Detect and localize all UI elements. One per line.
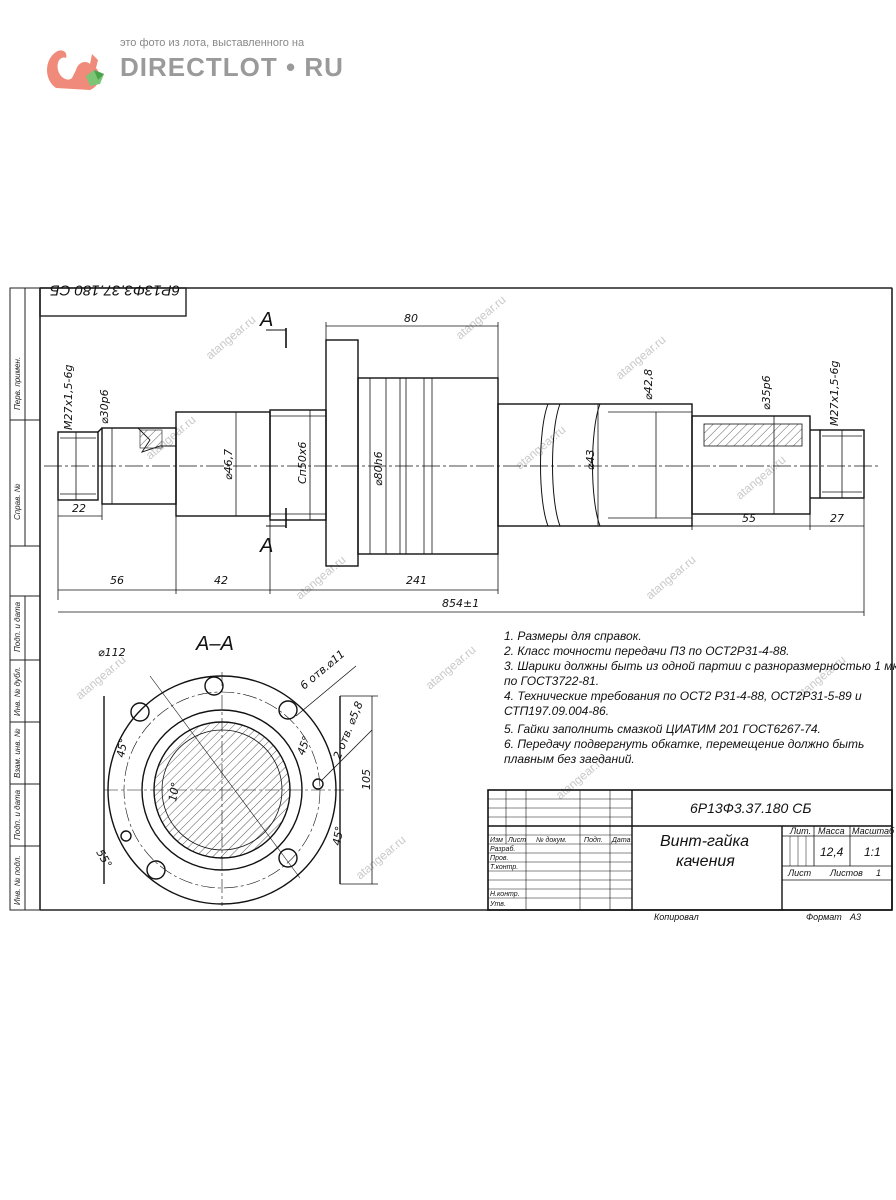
dim-thread-left: M27x1,5-6g: [62, 365, 75, 430]
screw-shaft: [44, 339, 880, 567]
dim-45c: 45°: [330, 825, 346, 846]
note-line: по ГОСТ3722-81.: [504, 674, 599, 688]
dim-45a: 45°: [114, 737, 130, 758]
dim-d46: ⌀46,7: [222, 449, 235, 480]
col-list: Лист: [507, 837, 526, 844]
section-markers: [266, 328, 287, 528]
scale-value: 1:1: [864, 845, 881, 859]
dim-45b: 45°: [295, 734, 314, 757]
dim-holes6: 6 отв.⌀11: [298, 647, 348, 692]
site-watermark: atangear.ru: [613, 333, 669, 383]
dim-d35: ⌀35р6: [760, 375, 773, 410]
dim-55a: 55°: [93, 847, 114, 870]
site-watermark: atangear.ru: [423, 643, 479, 693]
title-designation: 6Р13Ф3.37.180 СБ: [690, 800, 811, 816]
dim-22: 22: [72, 502, 86, 515]
col-date: Дата: [611, 837, 631, 844]
sheets-count: 1: [876, 868, 881, 878]
site-watermark: atangear.ru: [293, 553, 349, 603]
section-a-a: [103, 665, 378, 906]
dim-holes2: 2 отв. ⌀5,8: [331, 699, 366, 761]
sheets-label: Листов: [829, 868, 863, 878]
dim-d43: ⌀43: [584, 449, 597, 470]
side-label-4: Инв. № дубл.: [13, 667, 22, 716]
col-izm: Изм: [490, 837, 503, 844]
dim-d428: ⌀42,8: [642, 369, 655, 400]
dim-105: 105: [360, 769, 373, 790]
mass-value: 12,4: [820, 845, 844, 859]
watermark-caption: это фото из лота, выставленного на: [120, 37, 305, 49]
row-nkontr: Н.контр.: [490, 891, 520, 898]
row-tkontr: Т.контр.: [490, 864, 518, 871]
dimension-texts: 80 M27x1,5-6g ⌀30р6 ⌀46,7 Сп50х6 ⌀80h6 ⌀…: [62, 312, 844, 610]
side-label-3: Подп. и дата: [13, 601, 22, 652]
designation-top-box: 6Р13Ф3.37.180 СБ: [39, 282, 187, 317]
dim-sp50: Сп50х6: [296, 442, 309, 484]
dim-d80h6: ⌀80h6: [372, 451, 385, 486]
title-block: [487, 789, 893, 911]
side-label-7: Инв. № подл.: [13, 855, 22, 905]
designation-top: 6Р13Ф3.37.180 СБ: [50, 282, 180, 299]
dim-80: 80: [404, 312, 418, 325]
note-line: плавным без заеданий.: [504, 752, 635, 766]
sheet-label: Лист: [787, 868, 812, 878]
watermark-brand: DIRECTLOT • RU: [120, 52, 344, 82]
row-razrab: Разраб.: [490, 845, 515, 853]
copied-label: Копировал: [654, 912, 699, 922]
title-block-texts: 6Р13Ф3.37.180 СБ Винт-гайка качения Лит.…: [489, 800, 895, 922]
note-line: 3. Шарики должны быть из одной партии с …: [504, 659, 896, 673]
section-mark-bottom: A: [259, 535, 273, 557]
format-label: Формат: [806, 912, 842, 922]
note-line: 6. Передачу подвергнуть обкатке, перемещ…: [504, 737, 864, 751]
note-line: СТП197.09.004-86.: [504, 704, 609, 718]
dim-d112: ⌀112: [98, 646, 126, 659]
side-label-5: Взам. инв. №: [13, 728, 22, 778]
mass-label: Масса: [818, 826, 845, 836]
row-prov: Пров.: [490, 855, 509, 862]
row-utv: Утв.: [489, 901, 506, 908]
site-watermark: atangear.ru: [733, 453, 789, 503]
note-line: 1. Размеры для справок.: [504, 629, 642, 643]
dim-d30: ⌀30р6: [98, 389, 111, 424]
col-doc: № докум.: [536, 836, 567, 844]
format-value: А3: [849, 912, 861, 922]
technical-notes: 1. Размеры для справок. 2. Класс точност…: [503, 629, 896, 766]
squirrel-logo-icon: [47, 50, 104, 90]
note-line: 5. Гайки заполнить смазкой ЦИАТИМ 201 ГО…: [504, 722, 821, 736]
site-watermark: atangear.ru: [73, 653, 129, 703]
dim-thread-right: M27x1,5-6g: [828, 361, 841, 426]
side-label-6: Подп. и дата: [13, 789, 22, 840]
title-name-line1: Винт-гайка: [660, 833, 749, 850]
section-title: A–A: [195, 633, 234, 655]
dim-241: 241: [406, 574, 427, 587]
dim-10: 10°: [166, 781, 182, 802]
side-label-1: Перв. примен.: [13, 357, 22, 410]
dim-27: 27: [830, 512, 844, 525]
site-watermark: atangear.ru: [643, 553, 699, 603]
note-line: 4. Технические требования по ОСТ2 Р31-4-…: [504, 689, 862, 703]
side-label-2: Справ. №: [13, 483, 22, 520]
site-watermark: atangear.ru: [203, 313, 259, 363]
scale-label: Масштаб: [852, 826, 895, 836]
dim-56: 56: [110, 574, 124, 587]
dim-total: 854±1: [442, 597, 479, 610]
col-sign: Подп.: [584, 836, 603, 844]
site-watermark: atangear.ru: [353, 833, 409, 883]
site-watermark: atangear.ru: [453, 293, 509, 343]
dim-42: 42: [214, 574, 228, 587]
section-mark-top: A: [259, 309, 273, 331]
dimension-lines: [57, 322, 865, 616]
lit-label: Лит.: [789, 826, 811, 836]
frame-side-labels: Перв. примен. Справ. № Подп. и дата Инв.…: [13, 357, 22, 905]
title-name-line2: качения: [676, 853, 735, 870]
note-line: 2. Класс точности передачи П3 по ОСТ2Р31…: [503, 644, 790, 658]
dim-55: 55: [742, 512, 756, 525]
